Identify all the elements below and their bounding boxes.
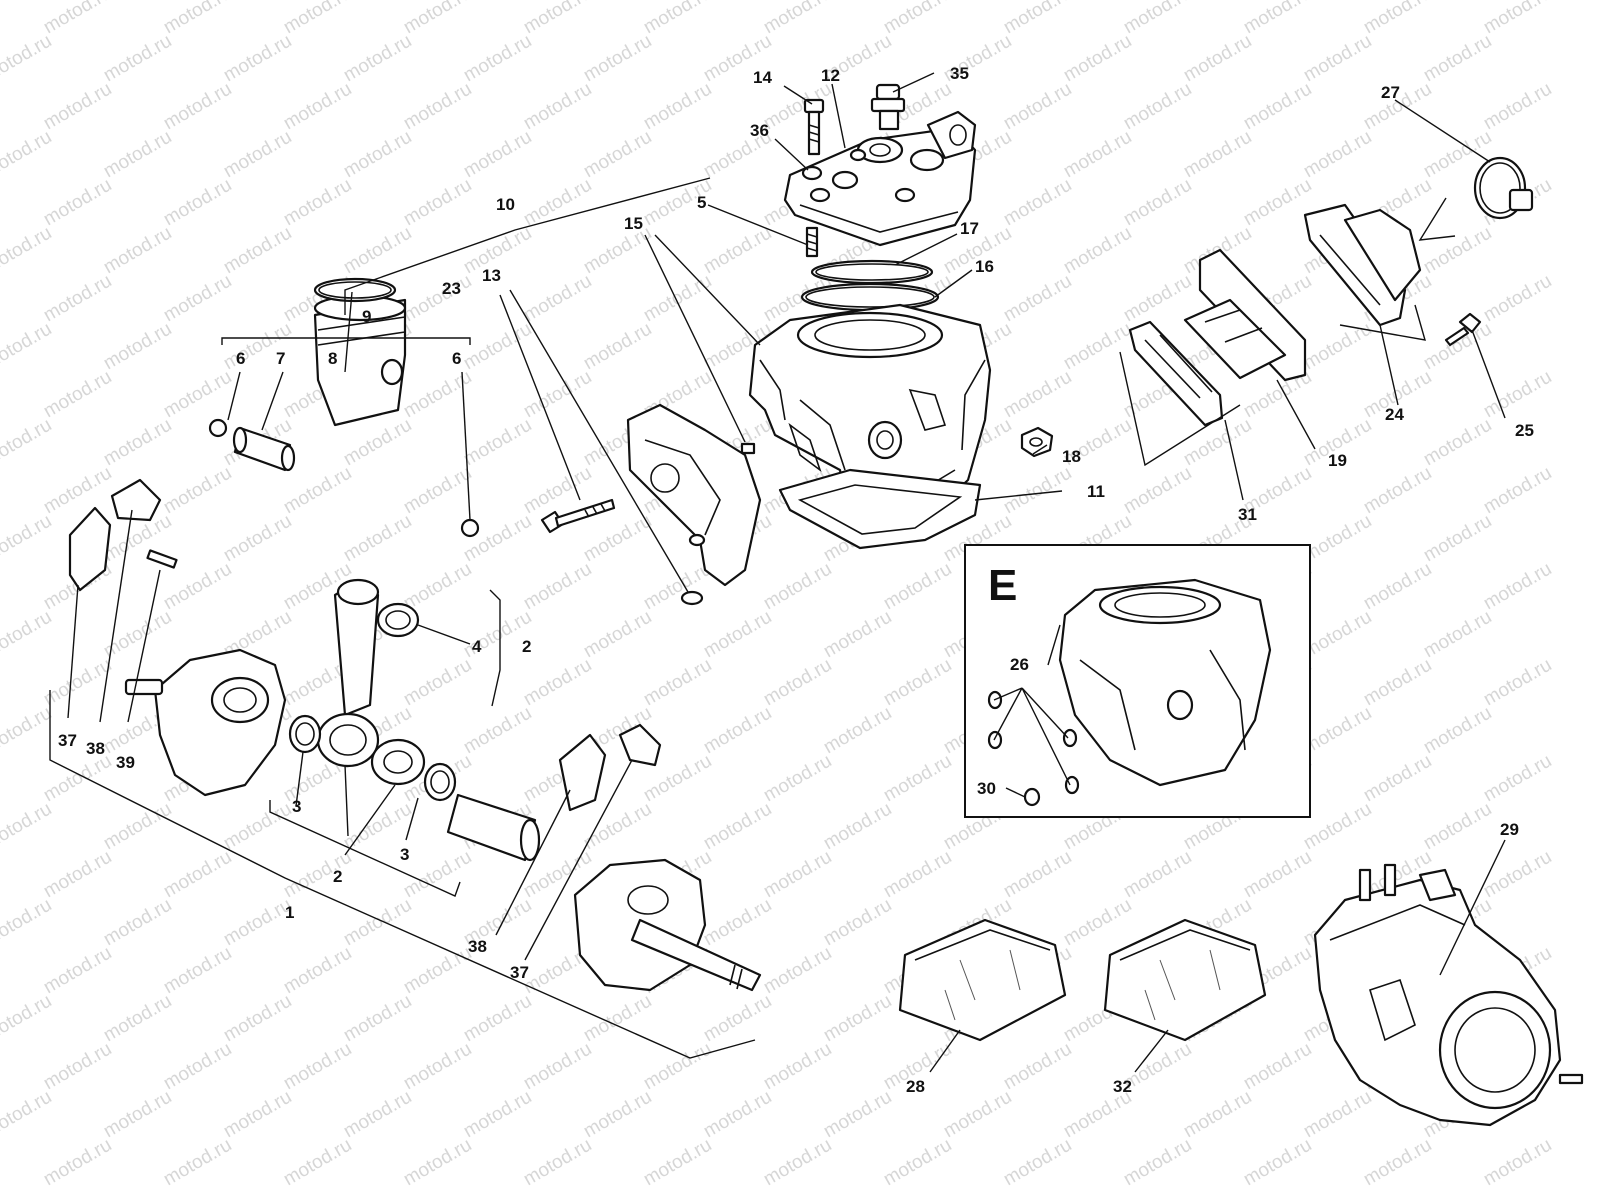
balance-cover-left: [110, 478, 162, 522]
gasket-kit-bag-32: [1103, 918, 1267, 1042]
callout-18: 18: [1062, 447, 1081, 466]
cylinder-head: [783, 110, 977, 247]
sender-fitting: [870, 83, 906, 131]
callout-38: 38: [468, 937, 487, 956]
leader-lines: [49, 72, 1506, 1073]
valve-cover-o-ring: [680, 590, 704, 606]
callout-8: 8: [328, 349, 337, 368]
o-ring-26d: [1064, 775, 1080, 795]
callout-6: 6: [452, 349, 461, 368]
intake-manifold: [1303, 203, 1422, 327]
valve-cover-bolt: [540, 498, 616, 534]
pin-circlip-right: [460, 518, 480, 538]
big-end-bearing: [370, 738, 426, 786]
thrust-washer-right: [423, 762, 457, 802]
callout-32: 32: [1113, 1077, 1132, 1096]
callout-2: 2: [333, 867, 342, 886]
reed-gasket: [1128, 320, 1224, 427]
inset-box-e: [964, 544, 1311, 818]
callout-17: 17: [960, 219, 979, 238]
callout-37: 37: [58, 731, 77, 750]
piston: [313, 294, 407, 427]
callout-3: 3: [400, 845, 409, 864]
piston-ring: [313, 277, 397, 303]
callout-37: 37: [510, 963, 529, 982]
callout-26: 26: [1010, 655, 1029, 674]
cylinder-stud: [805, 226, 819, 258]
head-bolt: [803, 98, 825, 156]
callout-35: 35: [950, 64, 969, 83]
connecting-rod: [316, 578, 380, 768]
callout-19: 19: [1328, 451, 1347, 470]
o-ring-26b: [987, 730, 1003, 750]
callout-36: 36: [750, 121, 769, 140]
dowel-pin: [740, 442, 756, 455]
balance-screw: [146, 549, 178, 569]
callout-labels: 1 2 2 3 3 4 5 6 6 7 8 9 10 11 12 13 14 1…: [58, 64, 1534, 1096]
callout-31: 31: [1238, 505, 1257, 524]
pin-circlip-left: [208, 418, 228, 438]
callout-6: 6: [236, 349, 245, 368]
balance-plug-right: [558, 733, 607, 812]
gasket-kit-bag-28: [898, 918, 1067, 1042]
callout-13: 13: [482, 266, 501, 285]
crank-half-left: [124, 648, 287, 797]
callout-9: 9: [362, 307, 371, 326]
callout-38: 38: [86, 739, 105, 758]
callout-5: 5: [697, 193, 706, 212]
balance-cover-right: [618, 723, 662, 767]
piston-pin: [232, 426, 296, 472]
complete-engine: [1313, 863, 1584, 1127]
callout-3: 3: [292, 797, 301, 816]
callout-24: 24: [1385, 405, 1404, 424]
callout-1: 1: [285, 903, 294, 922]
head-washer: [801, 165, 823, 181]
callout-30: 30: [977, 779, 996, 798]
callout-27: 27: [1381, 83, 1400, 102]
small-end-bearing: [376, 602, 420, 638]
callout-16: 16: [975, 257, 994, 276]
crank-half-right: [573, 858, 762, 992]
o-ring-30: [1023, 787, 1041, 807]
callout-11: 11: [1087, 482, 1105, 501]
crank-pin: [446, 793, 541, 862]
callout-2: 2: [522, 637, 531, 656]
callout-23: 23: [442, 279, 461, 298]
callout-7: 7: [276, 349, 285, 368]
hose-clamp: [1473, 156, 1534, 220]
cylinder-nut: [1020, 426, 1054, 458]
callout-12: 12: [821, 66, 840, 85]
callout-4: 4: [472, 637, 482, 656]
inset-letter-e: E: [988, 561, 1017, 610]
callout-29: 29: [1500, 820, 1519, 839]
callout-39: 39: [116, 753, 135, 772]
cylinder-base-gasket: [778, 468, 982, 550]
callout-15: 15: [624, 214, 643, 233]
callout-28: 28: [906, 1077, 925, 1096]
manifold-screw: [1444, 312, 1482, 347]
exhaust-valve-cover: [626, 403, 762, 587]
reed-valve-block: [1183, 248, 1307, 382]
callout-25: 25: [1515, 421, 1534, 440]
balance-plug-left: [68, 506, 112, 592]
o-ring-26c: [1062, 728, 1078, 748]
callout-14: 14: [753, 68, 772, 87]
thrust-washer-left: [288, 714, 322, 754]
head-o-ring-inner: [800, 282, 940, 312]
callout-10: 10: [496, 195, 515, 214]
